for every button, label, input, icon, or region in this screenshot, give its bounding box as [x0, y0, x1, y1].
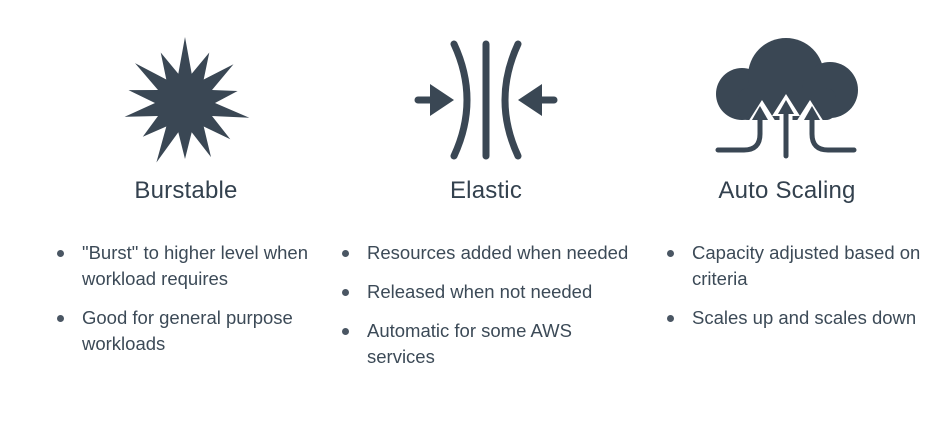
list-item: Released when not needed	[341, 279, 631, 305]
elastic-arrows-icon	[414, 38, 558, 162]
bullet-dot	[342, 250, 349, 257]
bullet-dot	[667, 315, 674, 322]
column-title-auto-scaling: Auto Scaling	[718, 177, 856, 204]
bullet-dot	[57, 250, 64, 257]
column-title-burstable: Burstable	[134, 177, 238, 204]
list-item: "Burst" to higher level when workload re…	[56, 240, 316, 292]
bullet-dot	[342, 328, 349, 335]
burst-icon	[114, 32, 256, 174]
elastic-bullet-list: Resources added when needed Released whe…	[341, 240, 631, 383]
burstable-bullet-list: "Burst" to higher level when workload re…	[56, 240, 316, 370]
auto-scaling-bullet-list: Capacity adjusted based on criteria Scal…	[666, 240, 928, 344]
list-item: Scales up and scales down	[666, 305, 928, 331]
list-item: Resources added when needed	[341, 240, 631, 266]
bullet-dot	[342, 289, 349, 296]
bullet-dot	[57, 315, 64, 322]
list-item: Capacity adjusted based on criteria	[666, 240, 928, 292]
list-item: Good for general purpose workloads	[56, 305, 316, 357]
list-item: Automatic for some AWS services	[341, 318, 631, 370]
column-title-elastic: Elastic	[449, 177, 523, 204]
bullet-dot	[667, 250, 674, 257]
cloud-upload-icon	[708, 36, 866, 160]
